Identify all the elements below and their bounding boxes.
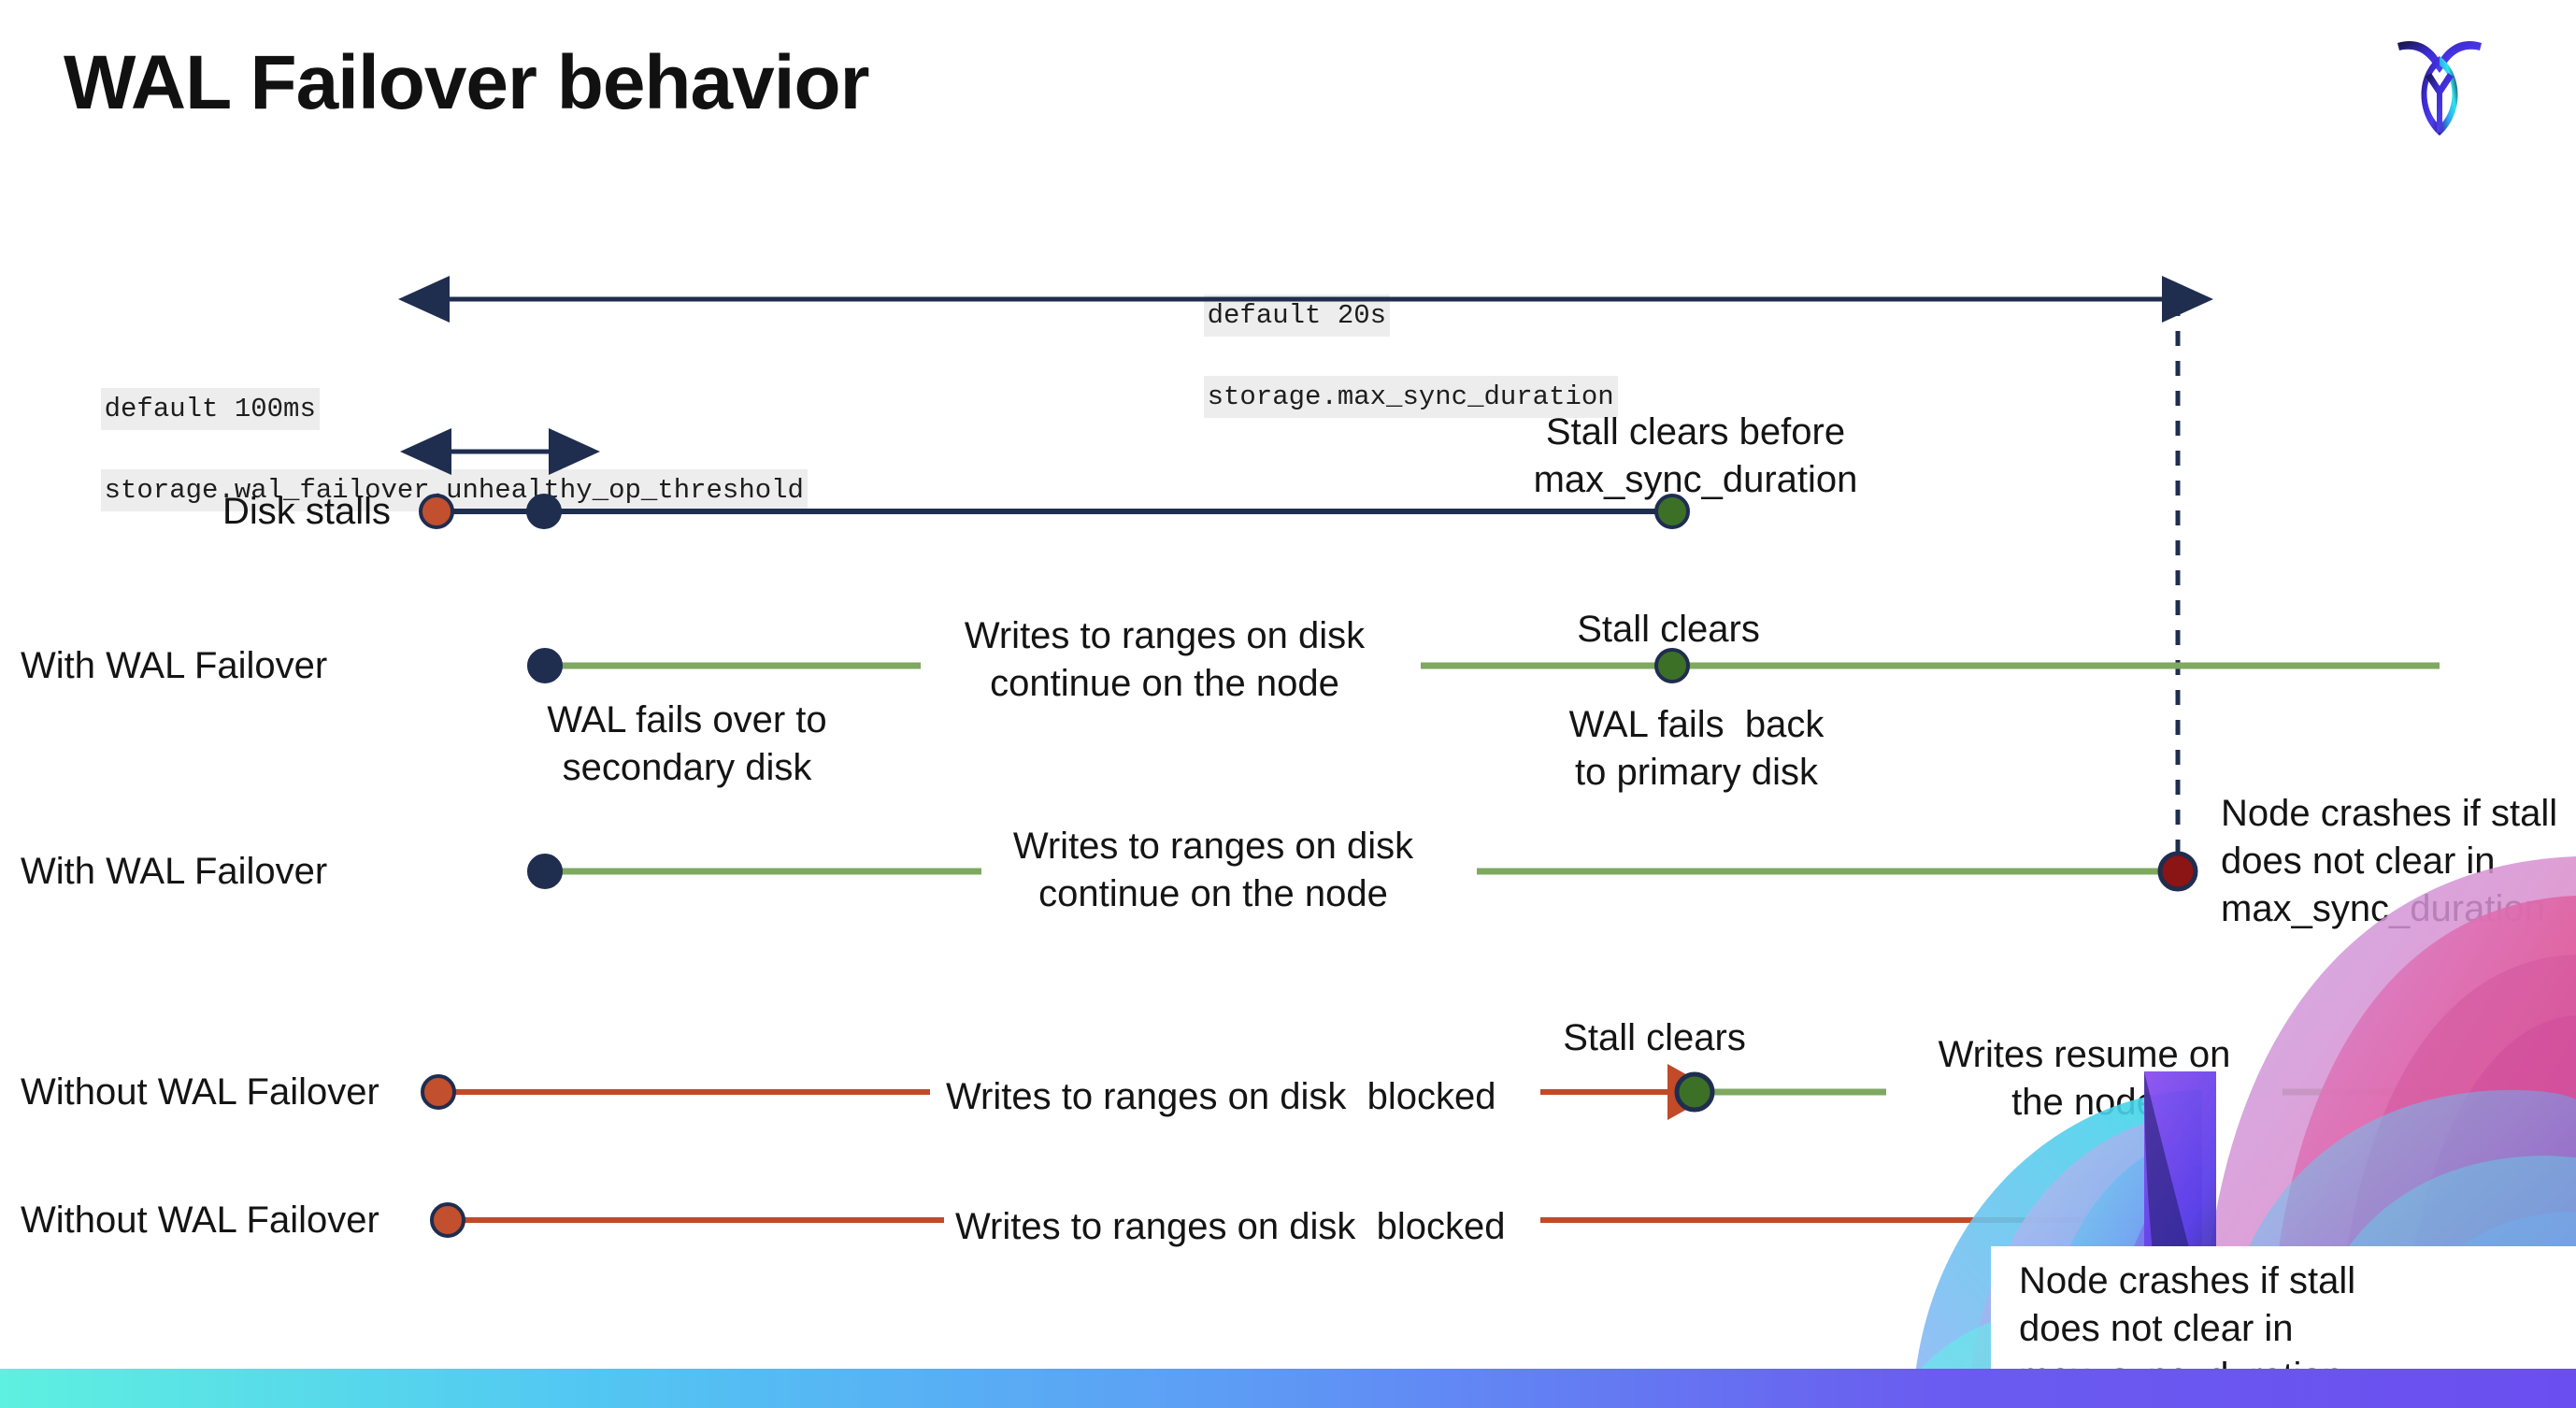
note-disk-stall-clears: Stall clears before max_sync_duration bbox=[1533, 411, 1858, 501]
note-node-crashes-1: Node crashes if stall does not clear in … bbox=[2221, 793, 2558, 930]
row-label-with-wal-failover-2: With WAL Failover bbox=[21, 851, 328, 892]
node-crash-dot bbox=[2157, 1200, 2198, 1241]
node-crash-dot bbox=[2157, 851, 2198, 892]
note-stall-clears-1: Stall clears bbox=[1577, 609, 1760, 650]
bottom-gradient-bar bbox=[0, 1369, 2576, 1408]
page-title: WAL Failover behavior bbox=[64, 40, 870, 125]
note-writes-resume: Writes resume on the node bbox=[1938, 1034, 2231, 1124]
note-wal-fails-back: WAL fails back to primary disk bbox=[1568, 704, 1825, 794]
row-label-without-wal-failover-2: Without WAL Failover bbox=[21, 1200, 379, 1241]
row-with-wal-failover-1-timeline bbox=[527, 648, 2440, 683]
cockroachdb-logo-icon bbox=[2388, 28, 2491, 140]
setting-name: storage.wal_failover.unhealthy_op_thresh… bbox=[100, 468, 808, 511]
failover-dot bbox=[527, 648, 563, 683]
note-writes-continue-1: Writes to ranges on disk continue on the… bbox=[964, 615, 1366, 705]
row-disk-stalls-timeline bbox=[419, 494, 1690, 529]
stall-clear-dot bbox=[1674, 1071, 1715, 1113]
setting-max-sync-duration: default 20s storage.max_sync_duration bbox=[1138, 256, 1618, 456]
stall-start-dot bbox=[430, 1202, 465, 1238]
stall-start-dot bbox=[419, 494, 454, 529]
note-writes-blocked-1: Writes to ranges on disk blocked bbox=[946, 1076, 1496, 1117]
row-with-wal-failover-2-timeline bbox=[527, 851, 2198, 892]
note-writes-continue-2: Writes to ranges on disk continue on the… bbox=[1012, 826, 1414, 915]
row-without-wal-failover-1-timeline bbox=[421, 1064, 2451, 1120]
row-label-disk-stalls: Disk stalls bbox=[222, 491, 392, 532]
stall-start-dot bbox=[421, 1074, 456, 1110]
row-label-with-wal-failover-1: With WAL Failover bbox=[21, 645, 328, 686]
note-stall-clears-2: Stall clears bbox=[1563, 1017, 1746, 1058]
setting-unhealthy-op-threshold: default 100ms storage.wal_failover.unhea… bbox=[36, 350, 808, 550]
failover-trigger-dot bbox=[526, 494, 562, 529]
row-label-without-wal-failover-1: Without WAL Failover bbox=[21, 1071, 379, 1113]
stall-clear-dot bbox=[1654, 648, 1690, 683]
note-writes-blocked-2: Writes to ranges on disk blocked bbox=[955, 1206, 1506, 1247]
stall-clear-dot bbox=[1654, 494, 1690, 529]
setting-default-label: default 20s bbox=[1203, 295, 1391, 338]
setting-name: storage.max_sync_duration bbox=[1203, 375, 1618, 418]
note-wal-fails-over: WAL fails over to secondary disk bbox=[547, 699, 827, 789]
failover-dot bbox=[527, 854, 563, 889]
setting-default-label: default 100ms bbox=[100, 388, 320, 431]
